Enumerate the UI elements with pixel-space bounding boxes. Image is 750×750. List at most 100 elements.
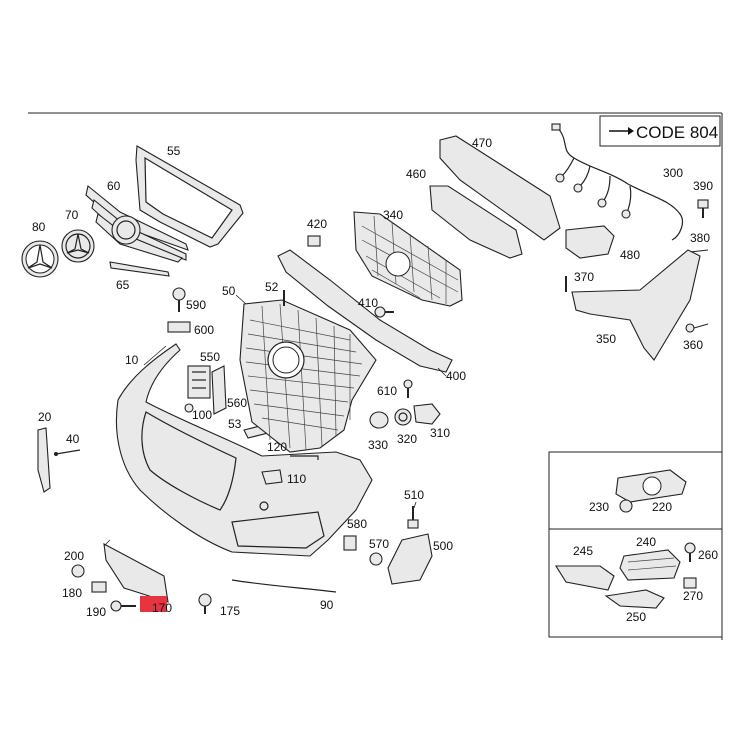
inset-box-lower (548, 528, 723, 638)
part-190-screw (110, 600, 136, 612)
part-120-bracket (290, 455, 319, 460)
callout-55: 55 (167, 144, 181, 158)
part-460-absorber (429, 185, 523, 259)
part-570-nut (369, 552, 383, 566)
callout-180: 180 (62, 586, 82, 600)
callout-10: 10 (125, 353, 139, 367)
part-330-sensor (369, 411, 389, 429)
callout-260: 260 (698, 548, 718, 562)
callout-70: 70 (65, 208, 79, 222)
callout-250: 250 (626, 610, 646, 624)
part-560-bracket (211, 365, 227, 415)
part-360-screw (685, 323, 709, 333)
part-65-trim-strip (109, 261, 170, 277)
callout-420: 420 (307, 217, 327, 231)
callout-360: 360 (683, 338, 703, 352)
callout-50: 50 (222, 284, 236, 298)
part-40-pin (54, 449, 81, 456)
callout-340: 340 (383, 208, 403, 222)
callout-380: 380 (690, 231, 710, 245)
callout-310: 310 (430, 426, 450, 440)
part-320-ring (394, 408, 412, 426)
callout-300: 300 (663, 166, 683, 180)
part-270-clip (683, 577, 697, 589)
part-610-clip (403, 379, 413, 398)
callout-600: 600 (194, 323, 214, 337)
callout-170: 170 (152, 601, 172, 615)
callout-90: 90 (320, 598, 334, 612)
callout-52: 52 (265, 280, 279, 294)
callout-510: 510 (404, 488, 424, 502)
part-250-bracket (604, 589, 665, 609)
part-230-ring (619, 499, 633, 513)
callout-190: 190 (86, 605, 106, 619)
callout-330: 330 (368, 438, 388, 452)
callout-410: 410 (358, 296, 378, 310)
part-55-grille-frame (135, 145, 244, 248)
callout-220: 220 (652, 500, 672, 514)
callout-230: 230 (589, 500, 609, 514)
part-60-grille-bars (85, 185, 189, 263)
callout-65: 65 (116, 278, 130, 292)
callout-370: 370 (574, 270, 594, 284)
highlight-marker (140, 596, 167, 612)
callout-240: 240 (636, 535, 656, 549)
part-590-screw (172, 287, 186, 312)
part-245-trim (555, 565, 615, 591)
callout-labels: CODE 804 55 60 70 80 65 590 600 550 560 … (32, 123, 718, 624)
callout-550: 550 (200, 350, 220, 364)
part-220-fog-bezel (615, 469, 687, 503)
part-20-side-trim (37, 427, 51, 493)
part-110-cover (261, 469, 283, 485)
part-175-clip (198, 593, 212, 614)
part-300-wiring-harness (551, 123, 684, 241)
part-310-sensor (413, 403, 441, 425)
part-400-support-bar (277, 249, 453, 373)
callout-60: 60 (107, 179, 121, 193)
code-label: CODE 804 (636, 123, 718, 142)
callout-200: 200 (64, 549, 84, 563)
part-50-main-grille (239, 299, 377, 453)
part-470-bumper-beam (439, 135, 561, 241)
part-480-housing (565, 225, 615, 259)
part-70-star-emblem (61, 229, 95, 263)
callout-480: 480 (620, 248, 640, 262)
callout-580: 580 (347, 517, 367, 531)
callout-390: 390 (693, 179, 713, 193)
callout-40: 40 (66, 432, 80, 446)
callout-110: 110 (287, 472, 306, 486)
part-390-clip (697, 199, 709, 218)
callout-245: 245 (573, 544, 593, 558)
part-420-clip (307, 235, 321, 247)
callout-350: 350 (596, 332, 616, 346)
part-260-screw (684, 542, 696, 562)
callout-400: 400 (446, 369, 466, 383)
part-240-insert (619, 549, 681, 581)
callout-20: 20 (38, 410, 52, 424)
part-340-lower-grille (353, 211, 463, 307)
part-500-bracket (387, 533, 433, 585)
part-10-bumper-cover (115, 343, 373, 557)
callout-590: 590 (186, 298, 206, 312)
callout-320: 320 (397, 432, 417, 446)
callout-570: 570 (369, 537, 389, 551)
part-600-clip (167, 321, 191, 333)
part-200-grommet (71, 564, 85, 578)
leader-lines (103, 294, 447, 547)
callout-470: 470 (472, 136, 492, 150)
callout-460: 460 (406, 167, 426, 181)
callout-560: 560 (227, 396, 247, 410)
part-100-nut (184, 403, 194, 413)
part-410-screw (374, 306, 394, 318)
part-180-clip (91, 581, 107, 593)
callout-175: 175 (220, 604, 240, 618)
callout-53: 53 (228, 417, 242, 431)
code-box (599, 115, 721, 147)
part-580-clip (343, 535, 357, 551)
arrow-right-icon (609, 127, 634, 135)
callout-100: 100 (192, 408, 212, 422)
callout-500: 500 (433, 539, 453, 553)
part-550-bracket (187, 365, 211, 399)
